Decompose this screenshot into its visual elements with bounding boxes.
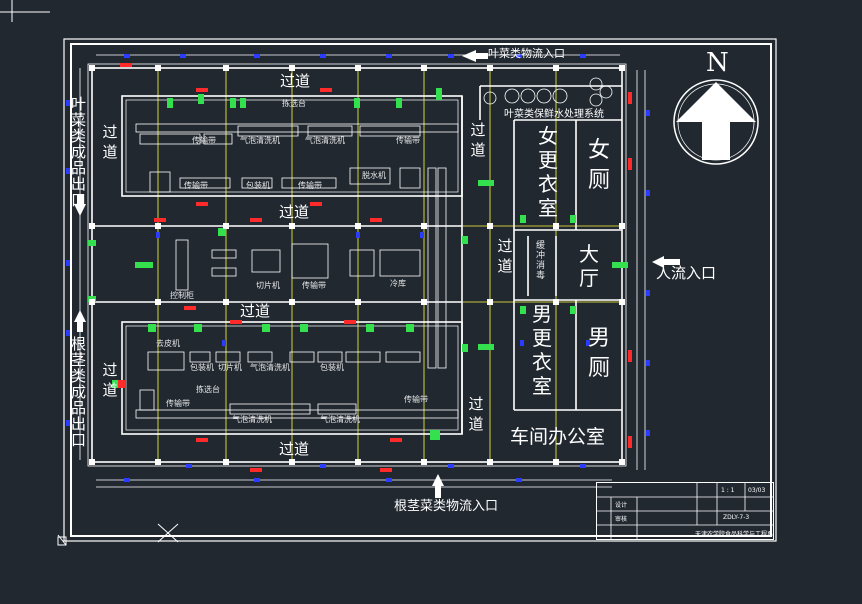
corridor-label-right-top: 过道 bbox=[470, 121, 486, 159]
female-toilet-label: 女厕 bbox=[588, 138, 611, 193]
corridor-label-top: 过道 bbox=[280, 72, 311, 90]
root-exit-arrow-icon bbox=[74, 310, 86, 332]
columns bbox=[66, 54, 650, 482]
eq-label-disinfect: 缓冲消毒 bbox=[534, 240, 544, 280]
eq-label-washer-3: 气泡清洗机 bbox=[250, 363, 290, 372]
eq-label-washer-1: 气泡清洗机 bbox=[240, 136, 280, 145]
eq-label-packer-3: 包装机 bbox=[320, 363, 344, 372]
root-entrance-arrow-icon bbox=[432, 474, 444, 498]
eq-label-conveyor-6: 传输带 bbox=[404, 395, 428, 404]
north-compass bbox=[673, 79, 759, 165]
eq-label-packer-2: 包装机 bbox=[190, 363, 214, 372]
equipment-blocks bbox=[139, 125, 421, 415]
water-treatment-tanks bbox=[483, 77, 613, 107]
title-scale: 1 : 1 bbox=[721, 487, 735, 494]
eq-label-washer-5: 气泡清洗机 bbox=[320, 415, 360, 424]
title-drawing-no: ZDLY-7-3 bbox=[723, 514, 750, 521]
corridor-label-left-top: 过道 bbox=[102, 123, 118, 161]
male-toilet-label: 男厕 bbox=[588, 326, 611, 381]
leafy-entrance-arrow-icon bbox=[462, 50, 488, 62]
female-locker-label: 女更衣室 bbox=[538, 124, 558, 220]
leafy-veg-entrance-label: 叶菜类物流入口 bbox=[488, 47, 565, 60]
eq-label-control-1: 控制柜 bbox=[170, 291, 194, 300]
sheet-inner-border bbox=[70, 43, 772, 537]
title-org: 天津农学院食品科学与工程系 bbox=[695, 531, 774, 538]
crosshair-cursor bbox=[0, 0, 50, 22]
eq-label-cold-storage: 冷库 bbox=[390, 279, 406, 288]
flow-arrows bbox=[74, 50, 680, 498]
eq-label-conveyor-5: 传输带 bbox=[302, 281, 326, 290]
north-arrow-icon bbox=[676, 82, 756, 160]
eq-label-conveyor-1: 传输带 bbox=[192, 136, 216, 145]
sheet-outer-border bbox=[63, 38, 777, 542]
compass-north-label: N bbox=[706, 48, 729, 78]
title-block: 1 : 1 03/03 ZDLY-7-3 设计 审核 天津农学院食品科学与工程系 bbox=[596, 482, 774, 540]
eq-label-slicer-1: 切片机 bbox=[256, 281, 280, 290]
male-locker-label: 男更衣室 bbox=[532, 302, 552, 398]
dimension-lines bbox=[79, 54, 646, 488]
title-checker: 审核 bbox=[615, 516, 628, 523]
red-tags bbox=[118, 63, 632, 472]
eq-label-peeler-1: 去皮机 bbox=[156, 339, 180, 348]
eq-label-dryer-1: 脱水机 bbox=[362, 171, 386, 180]
eq-label-sorting-2: 拣选台 bbox=[196, 385, 220, 394]
title-designer: 设计 bbox=[615, 502, 628, 509]
corridor-label-right-mid: 过道 bbox=[497, 237, 513, 275]
lobby-label: 大厅 bbox=[579, 242, 599, 290]
eq-label-washer-2: 气泡清洗机 bbox=[305, 136, 345, 145]
root-product-exit-label: 根茎类成品出口 bbox=[69, 336, 87, 448]
eq-label-conveyor-4: 传输带 bbox=[298, 181, 322, 190]
leafy-product-exit-label: 叶菜类成品出口 bbox=[69, 96, 87, 208]
root-veg-entrance-label: 根茎菜类物流入口 bbox=[394, 499, 499, 514]
corridor-label-left-bottom: 过道 bbox=[102, 361, 118, 399]
people-entrance-label: 人流入口 bbox=[656, 264, 717, 282]
corridor-label-bottom: 过道 bbox=[279, 440, 310, 458]
office-label: 车间办公室 bbox=[510, 426, 606, 448]
corridor-label-mid-bottom: 过道 bbox=[240, 302, 271, 320]
eq-label-sorting-1: 拣选台 bbox=[282, 99, 306, 108]
corridor-label-mid-top: 过道 bbox=[279, 203, 310, 221]
eq-label-washer-4: 气泡清洗机 bbox=[232, 415, 272, 424]
eq-label-packer-1: 包装机 bbox=[246, 181, 270, 190]
eq-label-conveyor-3: 传输带 bbox=[184, 181, 208, 190]
leafy-exit-arrow-icon bbox=[74, 194, 86, 216]
eq-label-slicer-2: 切片机 bbox=[218, 363, 242, 372]
corridor-label-right-bottom: 过道 bbox=[468, 395, 484, 433]
leafy-water-system-label: 叶菜类保鲜水处理系统 bbox=[504, 109, 604, 120]
title-sheet: 03/03 bbox=[748, 487, 766, 494]
eq-label-conveyor-2: 传输带 bbox=[396, 136, 420, 145]
eq-label-conveyor-7: 传输带 bbox=[166, 399, 190, 408]
people-entrance-arrow-icon bbox=[652, 256, 680, 268]
grid-nodes bbox=[89, 65, 625, 465]
